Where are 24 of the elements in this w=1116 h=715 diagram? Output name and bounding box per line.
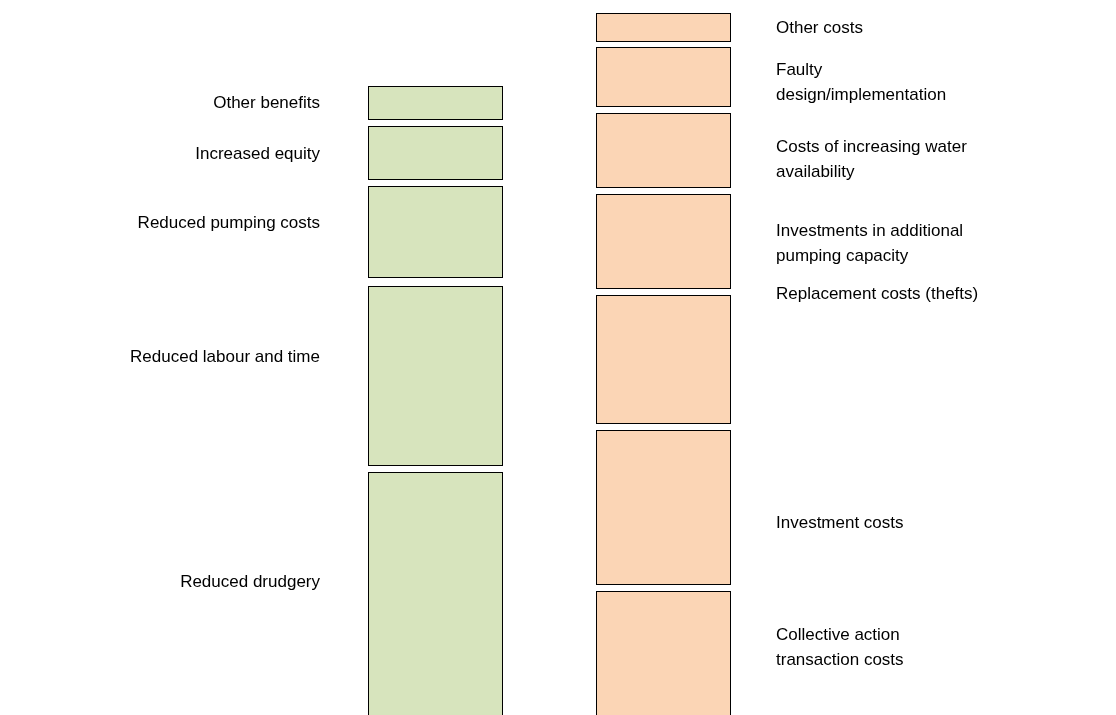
bar-block (596, 194, 731, 289)
bar-label: Replacement costs (thefts) (776, 282, 979, 305)
bar-label: Reduced labour and time (130, 345, 320, 368)
bar-label: Other benefits (213, 91, 320, 114)
bar-label: Investments in additional pumping capacity (776, 220, 965, 267)
bar-block (596, 47, 731, 107)
bar-block (596, 591, 731, 715)
bar-label: Reduced pumping costs (137, 211, 320, 234)
bar-label: Reduced drudgery (180, 570, 320, 593)
bar-label: Collective action transaction costs (776, 624, 905, 671)
bar-label: Increased equity (195, 142, 320, 165)
bar-block (368, 186, 503, 278)
bar-block (368, 286, 503, 466)
bar-block (368, 126, 503, 180)
bar-label: Other costs (776, 16, 863, 39)
bar-block (368, 472, 503, 715)
bar-block (596, 113, 731, 188)
bar-block (596, 430, 731, 585)
bar-block (368, 86, 503, 120)
bar-block (596, 295, 731, 424)
bar-block (596, 13, 731, 42)
bar-label: Investment costs (776, 511, 904, 534)
bar-label: Costs of increasing water availability (776, 136, 968, 183)
bar-label: Faulty design/implementation (776, 59, 948, 106)
